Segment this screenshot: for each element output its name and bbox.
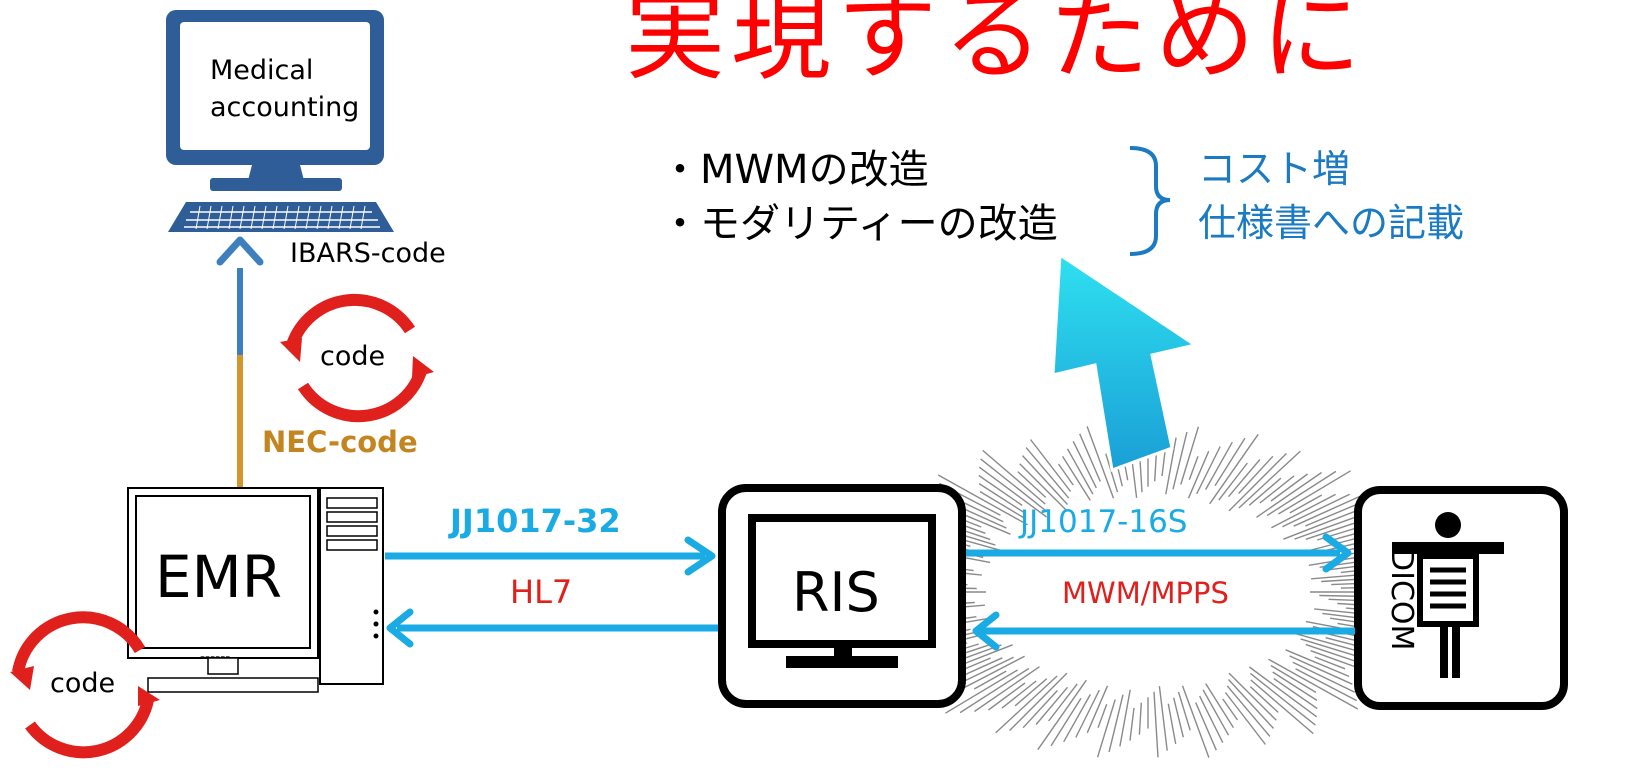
code-cycle-label-1: code — [320, 341, 386, 372]
mwm-mpps-label: MWM/MPPS — [1062, 576, 1229, 610]
emr-computer-icon — [127, 487, 384, 693]
emr-monitor-dashes: ------ — [200, 649, 231, 665]
arrow-emr-to-ris — [385, 536, 716, 576]
accounting-computer-icon — [166, 10, 394, 232]
page-title: 実現するために — [625, 0, 1367, 94]
ris-monitor-icon — [718, 484, 966, 708]
hl7-label: HL7 — [510, 573, 573, 611]
dicom-label: DICOM — [1384, 548, 1419, 651]
ibars-code-label: IBARS-code — [290, 238, 446, 269]
arrow-modality-to-ris — [972, 611, 1355, 651]
accounting-label: Medical accounting — [210, 55, 360, 123]
arrow-ris-to-emr — [386, 608, 718, 648]
big-up-arrow — [1051, 252, 1199, 473]
code-cycle-icon-1 — [280, 293, 434, 423]
jj1017-16s-label: JJ1017-16S — [1020, 504, 1188, 540]
jj1017-32-label: JJ1017-32 — [450, 502, 621, 540]
xray-modality-icon — [1354, 486, 1568, 710]
nec-code-label: NEC-code — [262, 425, 418, 459]
cost-increase-note: コスト増 — [1198, 147, 1351, 191]
code-cycle-label-2: code — [50, 668, 116, 699]
spec-note: 仕様書への記載 — [1198, 201, 1465, 245]
bracket-shape — [1129, 146, 1171, 256]
bullet-modality: ・モダリティーの改造 — [660, 201, 1058, 247]
bullet-mwm: ・MWMの改造 — [660, 147, 929, 193]
code-cycle-icon-2 — [10, 611, 160, 759]
emr-label: EMR — [155, 543, 282, 611]
ris-label: RIS — [792, 561, 880, 624]
arrow-ris-to-modality — [966, 533, 1352, 573]
